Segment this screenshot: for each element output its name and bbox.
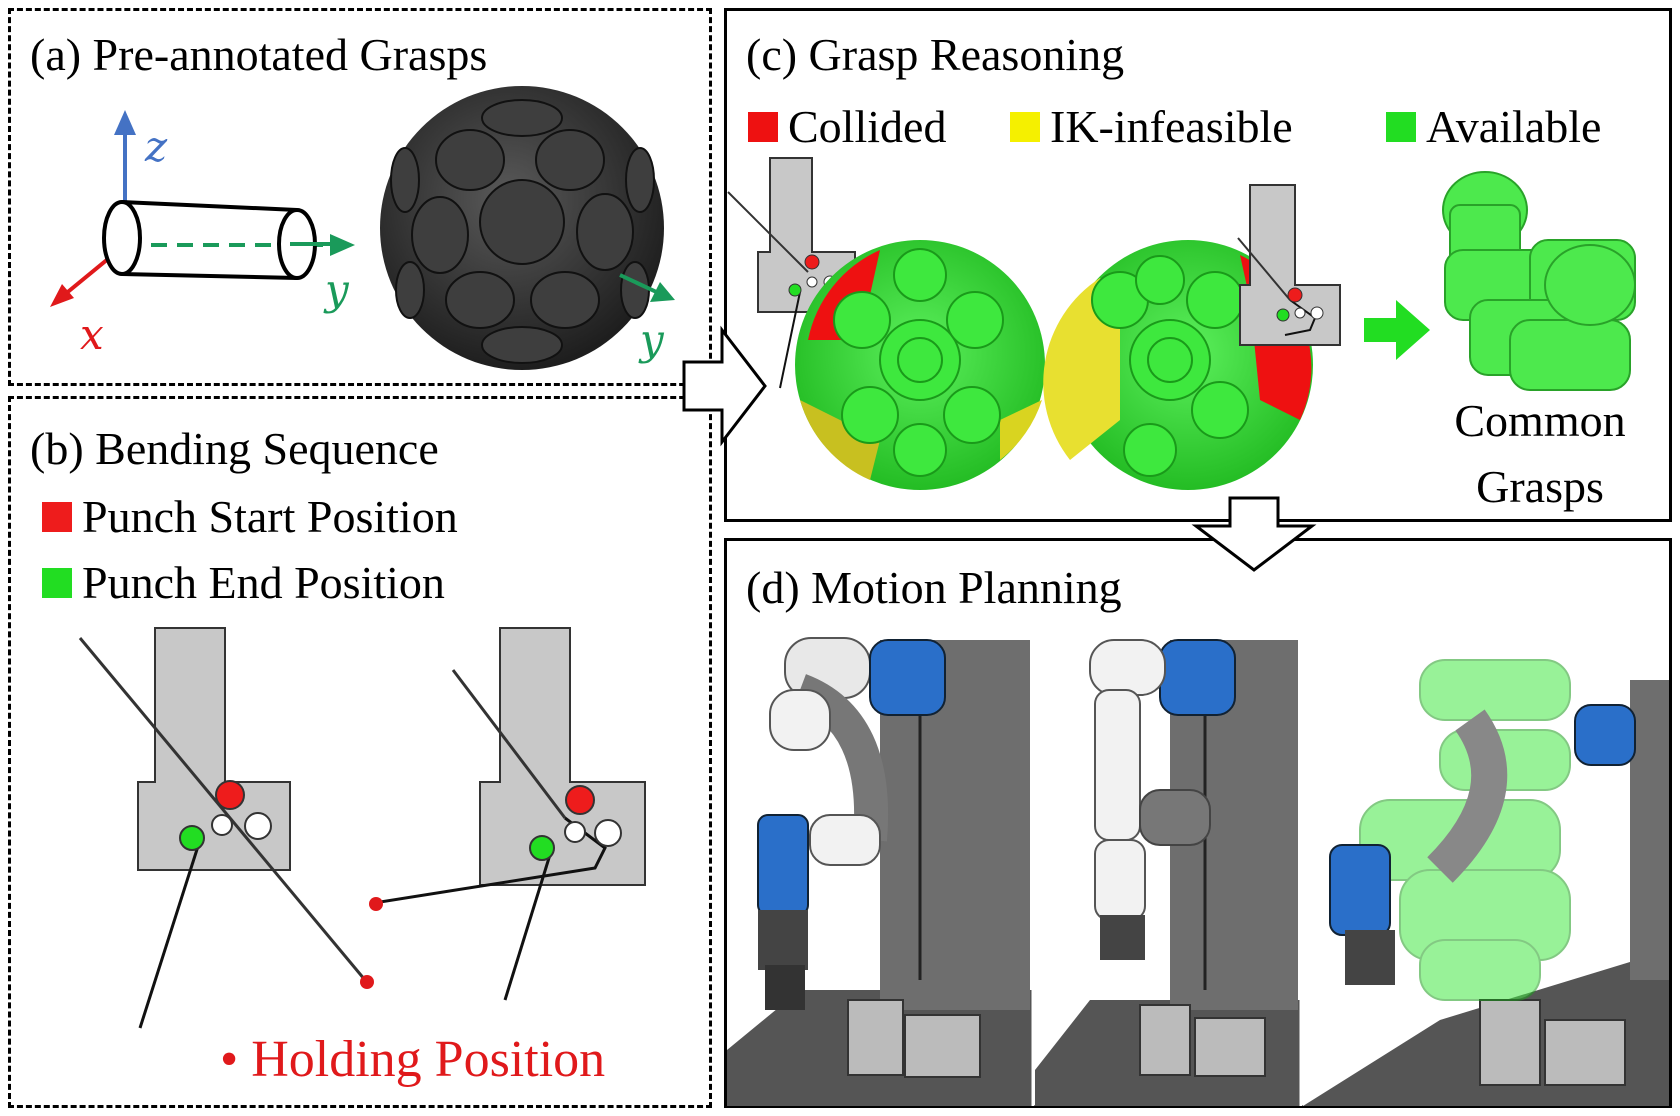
panel-d-title: (d) Motion Planning [746, 565, 1128, 611]
panel-c-title: (c) Grasp Reasoning [746, 29, 1125, 80]
common-grasps-line1: Common [1454, 395, 1626, 446]
green-arrow-to-common [1364, 300, 1430, 360]
legend-available: Available [1386, 104, 1601, 150]
punch-start-marker [215, 780, 245, 810]
motion-scene-2 [1035, 610, 1300, 1106]
legend-ik-infeasible-label: IK-infeasible [1050, 101, 1293, 152]
motion-scene-1 [727, 610, 1032, 1106]
legend-punch-end-label: Punch End Position [82, 557, 445, 608]
legend-collided: Collided [748, 104, 946, 150]
common-grasps-label: Common Grasps [1420, 388, 1660, 520]
grasp-sphere-reasoning-1 [795, 240, 1045, 490]
bending-step-2 [369, 627, 646, 1001]
punch-end-swatch [42, 568, 72, 598]
axis-x-label: x [80, 310, 104, 359]
robot-blue-joint [869, 639, 946, 716]
legend-punch-start-label: Punch Start Position [82, 491, 458, 542]
legend-punch-start: Punch Start Position [42, 494, 458, 540]
panel-c-frame [724, 8, 1672, 522]
axis-z-label: z [145, 122, 168, 171]
holding-position-dot [360, 975, 374, 989]
arrow-c-to-d [1191, 496, 1317, 572]
legend-punch-end: Punch End Position [42, 560, 445, 606]
collided-swatch [748, 112, 778, 142]
reasoning-plate-right [1237, 184, 1341, 346]
available-swatch [1386, 112, 1416, 142]
panel-b-frame [8, 396, 712, 1108]
common-grasps-line2: Grasps [1476, 461, 1604, 512]
ik-infeasible-swatch [1010, 112, 1040, 142]
legend-collided-label: Collided [788, 101, 947, 152]
grasp-sphere-dark [380, 86, 675, 370]
cylinder-gripper [102, 200, 317, 280]
arrow-a-to-c [682, 325, 767, 447]
panel-b-title: (b) Bending Sequence [30, 423, 439, 474]
panel-a-title: (a) Pre-annotated Grasps [30, 29, 488, 80]
legend-ik-infeasible: IK-infeasible [1010, 104, 1293, 150]
legend-available-label: Available [1426, 101, 1602, 152]
reasoning-plate-left [727, 157, 856, 389]
punch-start-swatch [42, 502, 72, 532]
axis-y-label: y [325, 265, 349, 314]
axis-y-label-sphere: y [640, 315, 664, 364]
panel-d-frame [724, 538, 1672, 1108]
common-grasps-blob [1442, 171, 1636, 391]
motion-scene-3 [1303, 610, 1669, 1106]
bending-step-1 [78, 627, 374, 1029]
holding-position-label: • Holding Position [220, 1031, 606, 1088]
punch-end-marker [179, 825, 205, 851]
panel-a-frame [8, 8, 712, 386]
axes-diagram [50, 110, 355, 307]
